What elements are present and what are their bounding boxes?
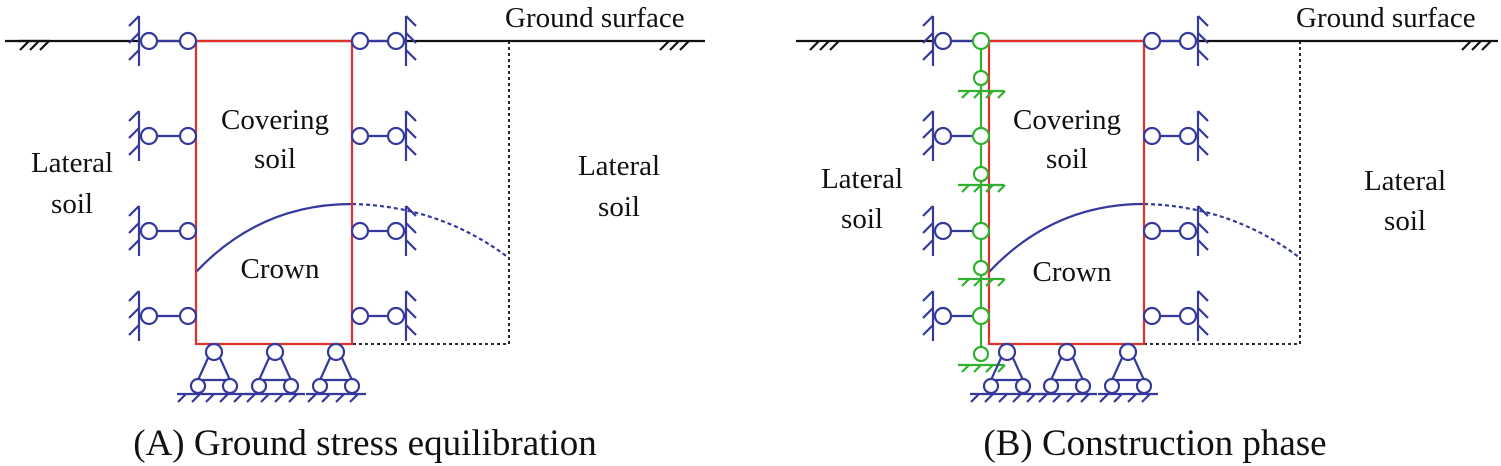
left-supports (128, 15, 198, 341)
lateral-soil-boundary (352, 41, 510, 345)
roller-support-icon (350, 110, 417, 161)
spring-node-icon (958, 31, 1006, 99)
left-supports (922, 15, 973, 341)
lateral-soil-right-label-1: Lateral (578, 150, 660, 182)
pin-support-icon (1037, 342, 1097, 403)
roller-support-icon (1142, 15, 1209, 66)
roller-support-icon (350, 15, 417, 66)
soil-block (987, 39, 1146, 346)
pin-support-icon (306, 342, 366, 403)
pin-support-icon (970, 342, 1044, 403)
covering-soil-label-2: soil (254, 143, 296, 175)
roller-support-icon (128, 205, 198, 256)
panel-a: Ground surface Lateral soil Lateral soil… (5, 2, 705, 464)
panel-b: Ground surface Lateral soil Lateral soil… (796, 2, 1498, 464)
ground-hatch-icon (659, 40, 690, 51)
lateral-soil-left-label-1: Lateral (31, 147, 113, 179)
ground-hatch-icon (1461, 40, 1492, 51)
crown-arch-extension (351, 202, 510, 259)
roller-support-icon (1142, 205, 1209, 256)
lateral-soil-left-label-2: soil (841, 203, 883, 235)
crown-label: Crown (1033, 256, 1112, 288)
roller-support-icon (922, 290, 973, 341)
lateral-soil-boundary (1144, 41, 1301, 345)
caption-a: (A) Ground stress equilibration (133, 423, 596, 464)
roller-support-icon (922, 15, 973, 66)
bottom-supports (970, 342, 1158, 403)
crown-label: Crown (241, 253, 320, 285)
pin-support-icon (177, 342, 251, 403)
spring-node-icon (958, 221, 1006, 287)
soil-block (194, 39, 354, 346)
lateral-soil-left-label-2: soil (51, 188, 93, 220)
crown-arch (988, 202, 1145, 273)
roller-support-icon (922, 205, 973, 256)
roller-support-icon (128, 290, 198, 341)
roller-support-icon (922, 110, 973, 161)
pin-support-icon (245, 342, 305, 403)
right-supports (1142, 15, 1209, 341)
ground-hatch-icon (809, 40, 840, 51)
covering-soil-label-1: Covering (221, 104, 329, 136)
spring-node-icon (958, 306, 1006, 373)
roller-support-icon (1142, 290, 1209, 341)
roller-support-icon (128, 110, 198, 161)
ground-hatch-icon (18, 39, 50, 51)
lateral-soil-right-label-1: Lateral (1364, 165, 1446, 197)
roller-support-icon (350, 290, 417, 341)
bottom-supports (177, 342, 366, 403)
ground-surface-label: Ground surface (1296, 2, 1476, 34)
crown-arch (195, 202, 353, 273)
covering-soil-label-2: soil (1046, 143, 1088, 175)
roller-support-icon (350, 205, 417, 256)
right-supports (350, 15, 417, 341)
pin-support-icon (1098, 342, 1158, 403)
roller-support-icon (1142, 110, 1209, 161)
lateral-soil-right-label-2: soil (1384, 205, 1426, 237)
lateral-soil-right-label-2: soil (598, 191, 640, 223)
covering-soil-label-1: Covering (1013, 104, 1121, 136)
crown-arch-extension (1143, 202, 1301, 259)
interface-springs (958, 31, 1006, 373)
ground-surface-label: Ground surface (505, 2, 685, 34)
lateral-soil-left-label-1: Lateral (821, 163, 903, 195)
roller-support-icon (128, 15, 198, 66)
caption-b: (B) Construction phase (983, 423, 1326, 464)
spring-node-icon (958, 126, 1006, 193)
